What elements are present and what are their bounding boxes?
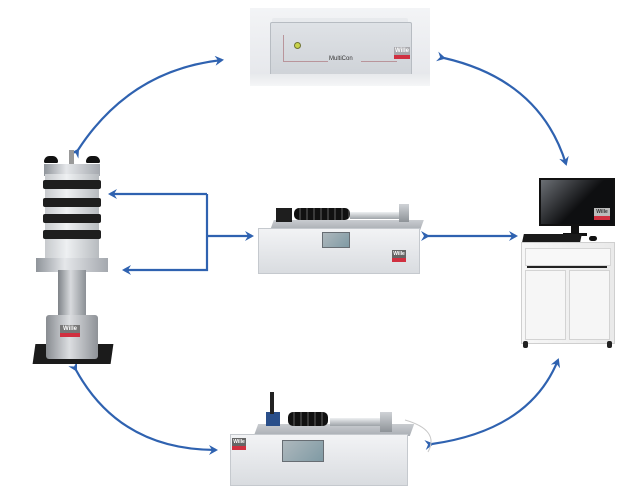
top-cap	[44, 164, 100, 176]
caster-icon	[607, 341, 612, 348]
strap	[43, 214, 101, 223]
strap	[43, 230, 101, 239]
cable-bundle	[270, 392, 274, 414]
monitor-stand	[571, 224, 579, 234]
multicon-controller: MultiCon Wille	[250, 8, 430, 86]
end-block	[399, 204, 409, 222]
multicon-label: MultiCon	[329, 56, 353, 62]
brand-text: Wille	[594, 208, 610, 216]
caster-icon	[523, 341, 528, 348]
touchscreen[interactable]	[322, 232, 350, 248]
wille-logo: Wille	[394, 47, 410, 61]
wille-logo: Wille	[594, 208, 610, 220]
multicon-top	[272, 18, 408, 24]
end-block	[380, 412, 392, 432]
base-ring	[36, 258, 108, 272]
monitor: Wille	[539, 178, 615, 226]
wille-logo: Wille	[392, 250, 406, 262]
brand-text: Wille	[232, 438, 246, 446]
brand-stripe	[392, 258, 406, 262]
motor-block	[276, 208, 292, 222]
brand-stripe	[60, 333, 80, 337]
pc-workstation: Wille	[515, 176, 625, 356]
rod	[350, 212, 404, 219]
touchscreen[interactable]	[282, 440, 324, 462]
loading-frame-1: Wille	[254, 190, 424, 280]
multicon-front-panel: MultiCon Wille	[270, 22, 412, 76]
keyboard	[522, 234, 582, 242]
brand-text: Wille	[394, 47, 410, 55]
strap	[43, 180, 101, 189]
slot	[527, 266, 607, 268]
drawer	[525, 248, 611, 266]
wille-logo: Wille	[232, 438, 246, 450]
arrow-cell-multicon	[69, 55, 224, 159]
cabinet-door-left	[525, 270, 566, 340]
brand-stripe	[594, 216, 610, 220]
shadow	[250, 74, 430, 86]
brand-stripe	[232, 446, 246, 450]
power-led-icon	[294, 42, 301, 49]
bellows	[294, 208, 350, 220]
wing-nut-icon	[86, 156, 100, 163]
rod	[330, 418, 384, 426]
triaxial-cell: Wille	[30, 150, 120, 370]
sensor-block	[266, 412, 280, 426]
loading-frame-2: Wille	[226, 378, 416, 490]
arrow-fork-cell-base	[122, 194, 209, 275]
brand-text: Wille	[60, 325, 80, 333]
cell-stem	[58, 270, 86, 320]
wille-logo: Wille	[60, 325, 80, 337]
panel-line	[283, 61, 328, 62]
piston-rod	[69, 150, 74, 164]
arrow-multicon-pc	[436, 51, 569, 166]
panel-line	[283, 35, 284, 61]
panel-line	[361, 61, 397, 62]
bellows	[288, 412, 328, 426]
cabinet-door-right	[569, 270, 610, 340]
brand-text: Wille	[392, 250, 406, 258]
arrow-cell-frame2	[68, 361, 218, 455]
brand-stripe	[394, 55, 410, 59]
strap	[43, 198, 101, 207]
wing-nut-icon	[44, 156, 58, 163]
arrow-frame2-pc	[424, 358, 561, 450]
base-cylinder: Wille	[46, 315, 98, 359]
mouse-icon	[589, 236, 597, 241]
